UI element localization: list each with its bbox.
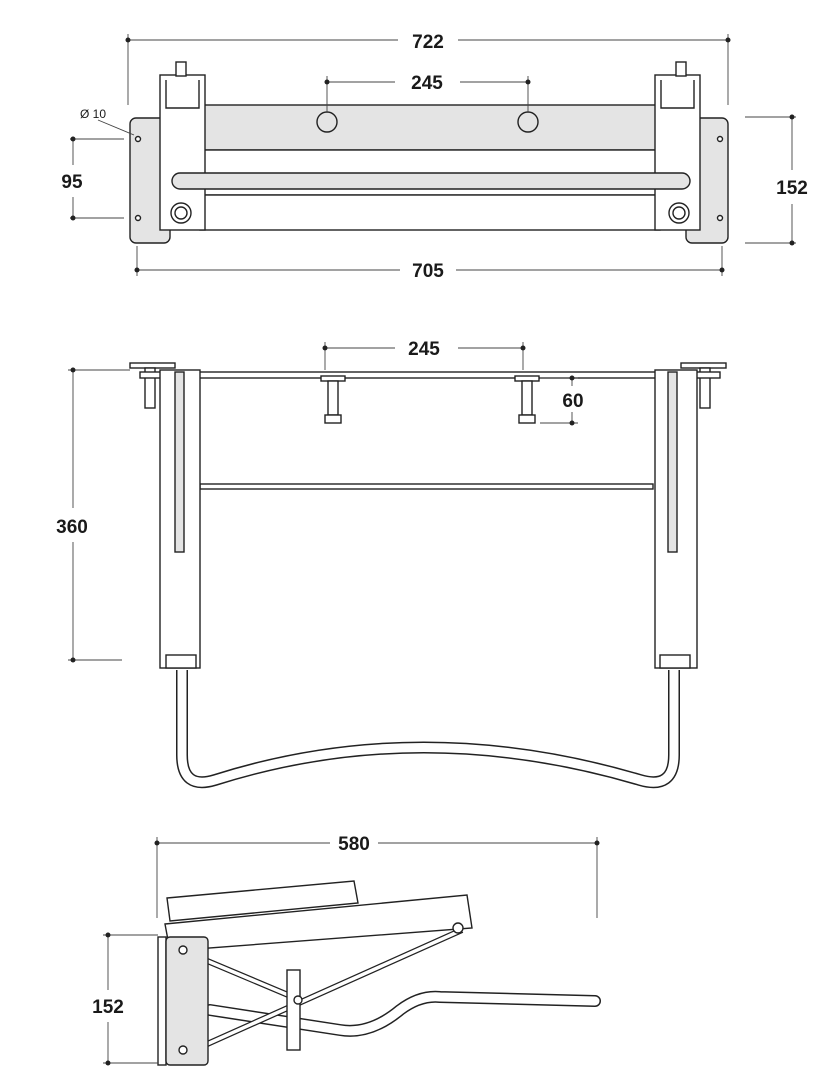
seat-board — [199, 104, 661, 151]
dimension-360: 360 — [56, 367, 130, 663]
seat-board-upper — [166, 880, 359, 922]
dim-label-front-hook-spacing: 245 — [408, 339, 440, 360]
dimension-60: 60 — [540, 375, 584, 426]
top-rail — [139, 371, 721, 379]
dim-label-hook-depth: 60 — [562, 391, 583, 412]
dim-label-overall-width: 722 — [412, 32, 444, 53]
dim-label-hole-spacing: 95 — [61, 172, 83, 193]
towel-bar — [171, 172, 691, 190]
front-view: 245 60 360 — [56, 339, 727, 789]
dimension-95: 95 — [61, 136, 124, 221]
dimension-245-front: 245 — [322, 339, 526, 370]
dimension-705: 705 — [134, 246, 725, 282]
hanger-bracket — [286, 969, 301, 1051]
wall-hook — [316, 111, 338, 133]
wall-hook — [320, 375, 346, 424]
wall-hook — [517, 111, 539, 133]
top-view: 722 245 Ø 1 — [61, 32, 807, 282]
hole-diameter-callout: Ø 10 — [80, 107, 135, 136]
dimension-245-top: 245 — [324, 73, 531, 112]
dimension-152-side: 152 — [92, 932, 158, 1066]
dim-label-side-plate-height: 152 — [92, 997, 124, 1018]
dim-label-height: 360 — [56, 517, 88, 538]
middle-rail — [199, 483, 654, 490]
dim-label-depth: 580 — [338, 834, 370, 855]
side-wall-plate — [165, 936, 209, 1066]
dimension-580: 580 — [154, 834, 600, 918]
side-view: 580 152 — [92, 834, 601, 1066]
dim-label-hook-spacing: 245 — [411, 73, 443, 94]
dim-label-plate-span: 705 — [412, 261, 444, 282]
dim-label-hole-diameter: Ø 10 — [80, 107, 106, 121]
dim-label-plate-height: 152 — [776, 178, 808, 199]
dimension-152-top: 152 — [745, 114, 808, 246]
wall-hook — [514, 375, 540, 424]
dimension-722: 722 — [125, 32, 731, 105]
